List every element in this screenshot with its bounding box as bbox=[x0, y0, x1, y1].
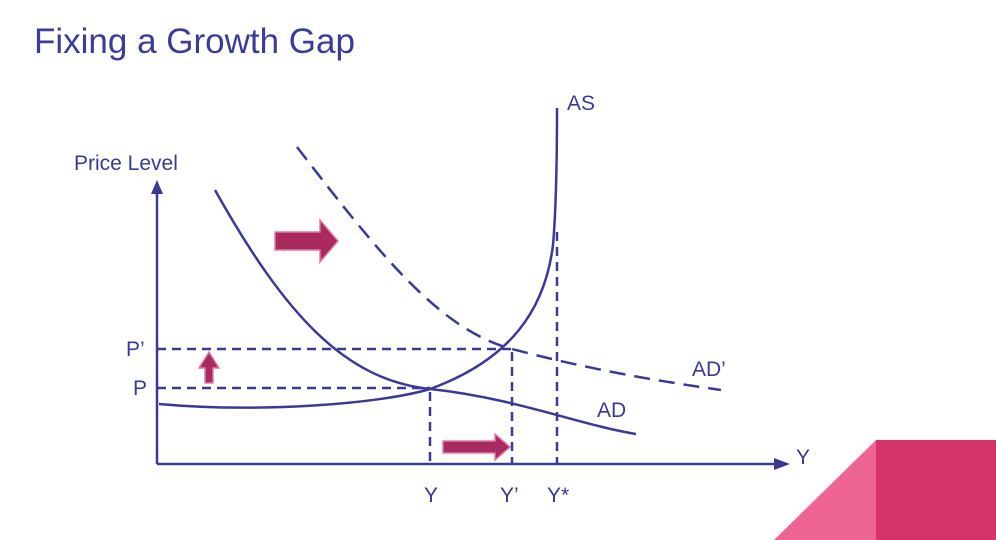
slide-title: Fixing a Growth Gap bbox=[34, 22, 355, 61]
y-axis-label: Price Level bbox=[74, 152, 178, 175]
ad-label: AD bbox=[597, 399, 626, 422]
price-rise-arrow bbox=[197, 350, 221, 384]
ad-curve bbox=[213, 189, 637, 436]
as-curve bbox=[158, 107, 559, 409]
guide-lines bbox=[157, 232, 559, 464]
corner-block bbox=[876, 440, 996, 540]
ad-prime-label: AD’ bbox=[692, 358, 726, 381]
output-y-prime-label: Y’ bbox=[500, 484, 519, 507]
ad-shift-arrow bbox=[274, 217, 339, 265]
x-axis-arrowhead bbox=[774, 458, 790, 470]
x-axis-label: Y bbox=[796, 446, 810, 469]
ad-prime-curve bbox=[296, 146, 722, 392]
output-y-label: Y bbox=[424, 484, 438, 507]
as-label: AS bbox=[567, 92, 595, 115]
price-p-prime-label: P’ bbox=[126, 338, 145, 361]
y-axis-arrowhead bbox=[151, 180, 163, 194]
output-rise-arrow bbox=[442, 432, 512, 462]
output-y-star-label: Y* bbox=[547, 484, 569, 507]
price-p-label: P bbox=[133, 377, 147, 400]
